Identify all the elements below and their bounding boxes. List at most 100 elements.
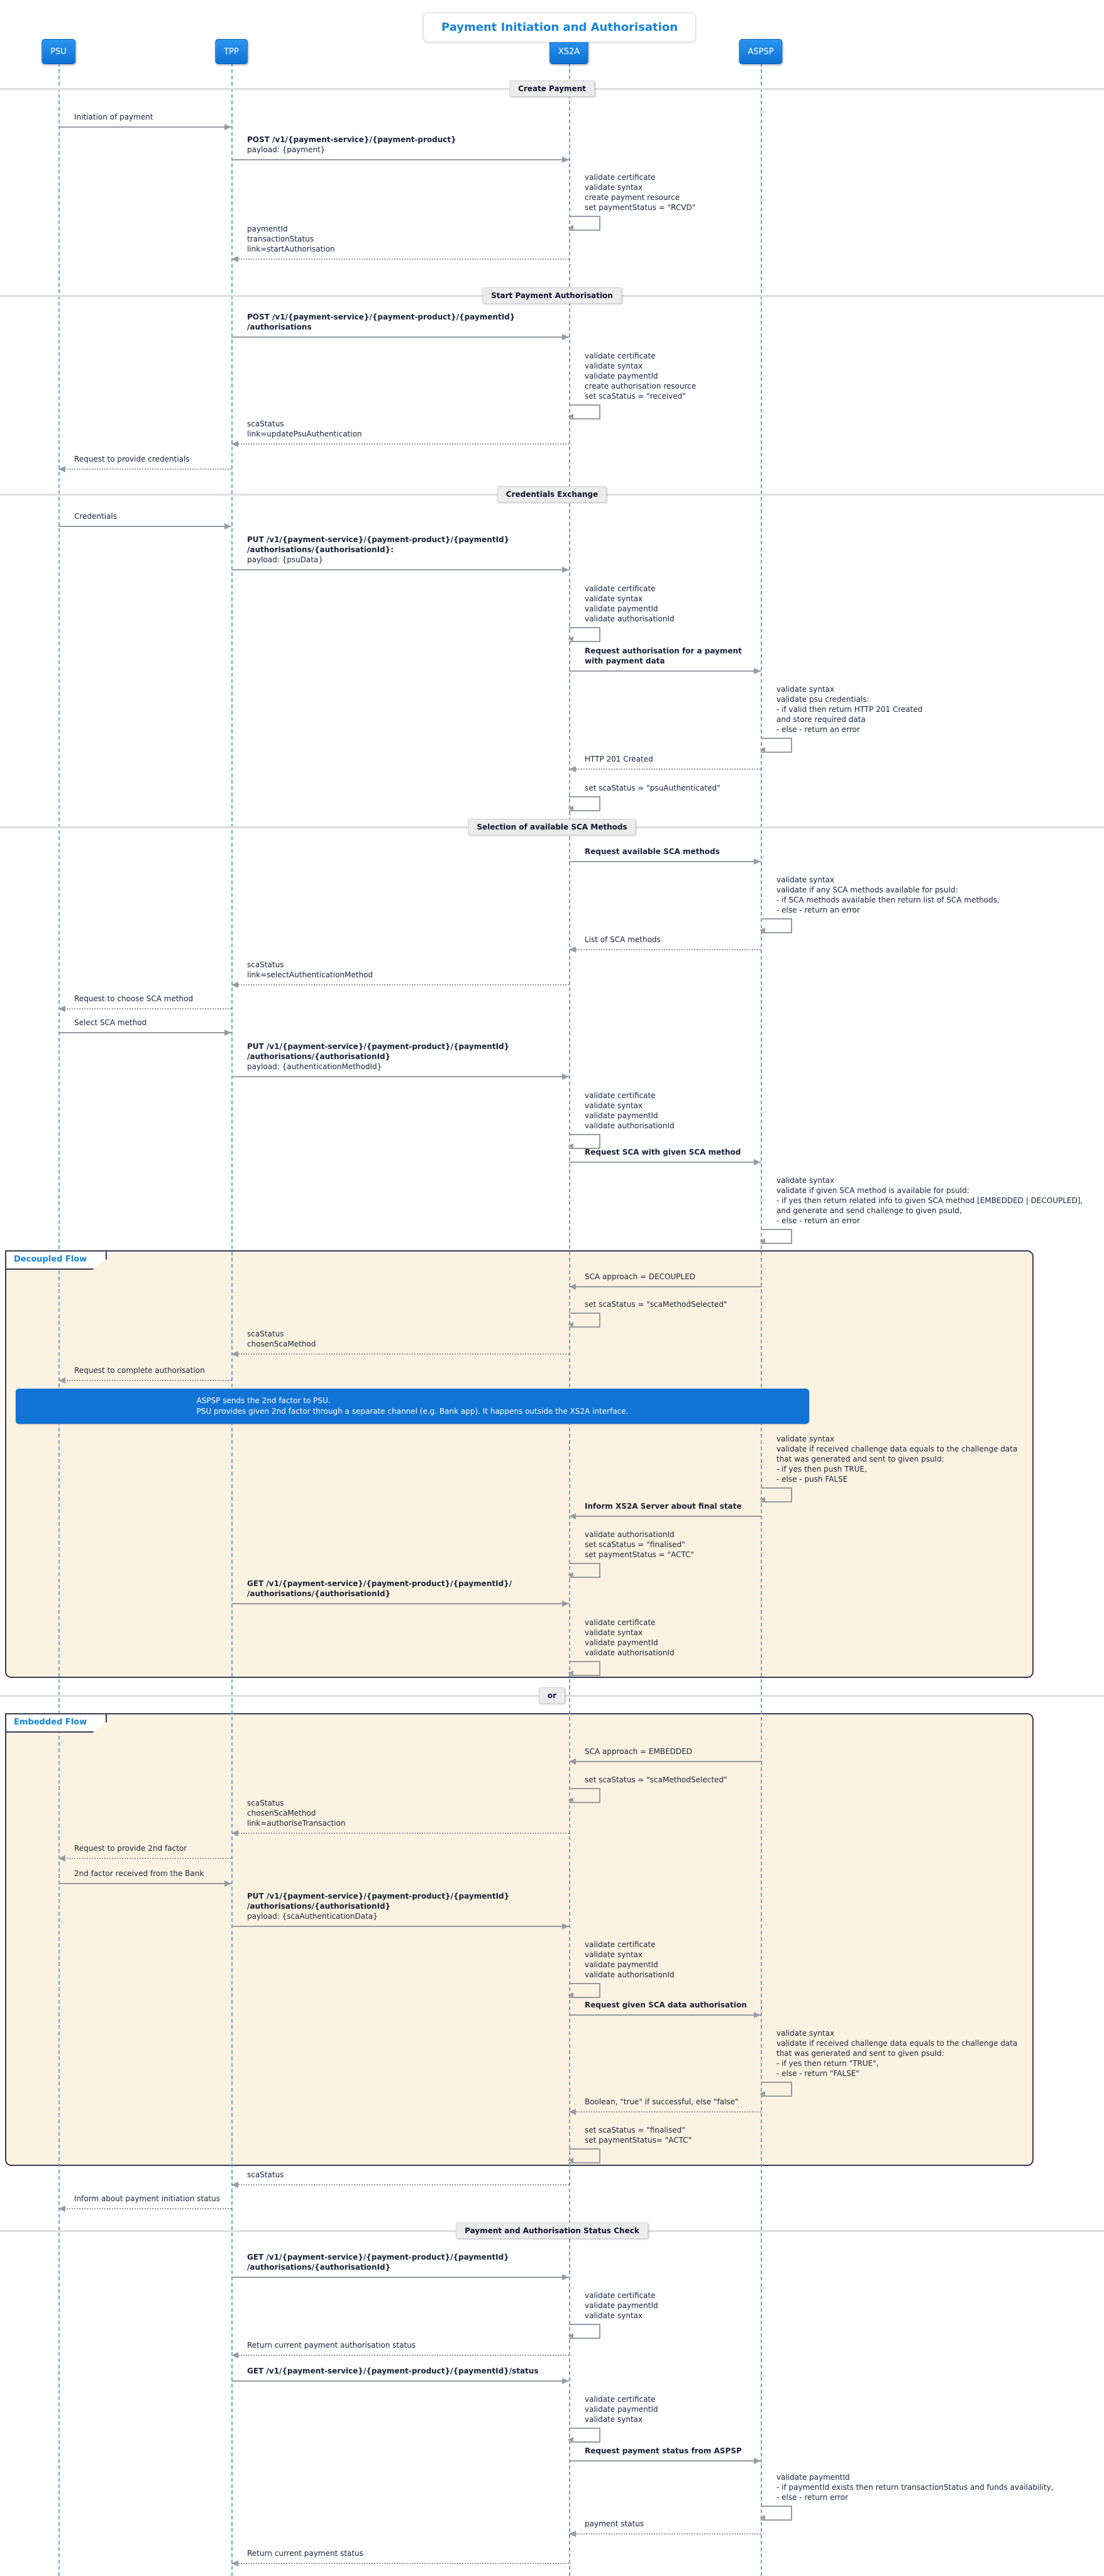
arrow-head-icon [58, 1377, 65, 1384]
msg-1-initiation-of-payment: Initiation of payment [74, 113, 153, 121]
lifeline-tpp [231, 63, 233, 2576]
arrow-head-icon [224, 1030, 231, 1036]
msg-45-set-scastatus-finalised: set scaStatus = "finalised"set paymentSt… [585, 2126, 692, 2145]
arrow-head-icon [224, 523, 231, 530]
arrow-head-icon [231, 2560, 238, 2567]
self-arrow-head-icon [568, 1797, 573, 1802]
msg-9-credentials: Credentials [74, 512, 118, 521]
self-call-arrow [569, 216, 600, 231]
arrow-line [58, 1380, 231, 1381]
arrow-line [231, 1833, 569, 1834]
self-arrow-head-icon [759, 2515, 765, 2520]
self-arrow-head-icon [568, 225, 573, 230]
self-call-arrow [569, 404, 600, 419]
section-divider-payment-and-authorisation-status-check: Payment and Authorisation Status Check [0, 2223, 1104, 2239]
self-arrow-head-icon [568, 2333, 573, 2338]
actor-box-tpp: TPP [215, 39, 248, 64]
self-call-arrow [761, 738, 792, 753]
divider-label-or: or [538, 1687, 566, 1704]
msg-24-request-sca-with-given-sca-method: Request SCA with given SCA method [585, 1148, 741, 1157]
arrow-line [231, 2184, 569, 2185]
arrow-head-icon [569, 2531, 576, 2537]
self-call-arrow [569, 2324, 600, 2339]
msg-48-get-v1-payment-service-payment-product-pay: GET /v1/{payment-service}/{payment-produ… [247, 2253, 509, 2272]
section-divider-create-payment: Create Payment [0, 80, 1104, 97]
arrow-head-icon [58, 2206, 65, 2212]
lifeline-aspsp [761, 63, 762, 2576]
msg-56-return-current-payment-status: Return current payment status [247, 2549, 363, 2558]
arrow-line [231, 569, 569, 570]
section-divider-selection-of-available-sca-methods: Selection of available SCA Methods [0, 819, 1104, 835]
group-frame-decoupled-flow [5, 1250, 1034, 1678]
section-divider-or: or [0, 1687, 1104, 1704]
arrow-line [58, 469, 231, 470]
arrow-head-icon [754, 858, 761, 865]
arrow-line [231, 336, 569, 338]
msg-44-boolean-true-if-successful-else-false: Boolean, "true" if successful, else "fal… [585, 2097, 739, 2106]
arrow-head-icon [224, 124, 231, 130]
self-arrow-head-icon [759, 2091, 765, 2096]
arrow-line [569, 2533, 761, 2534]
arrow-head-icon [754, 1159, 761, 1165]
arrow-line [58, 126, 231, 128]
msg-40-put-v1-payment-service-payment-product-pay: PUT /v1/{payment-service}/{payment-produ… [247, 1892, 510, 1921]
arrow-head-icon [231, 982, 238, 988]
self-arrow-head-icon [568, 1992, 573, 1997]
arrow-head-icon [562, 157, 569, 163]
note-2nd-factor: ASPSP sends the 2nd factor to PSU.PSU pr… [16, 1389, 809, 1424]
arrow-line [231, 2380, 569, 2382]
self-call-arrow [761, 918, 792, 933]
msg-42-request-given-sca-data-authorisation: Request given SCA data authorisation [585, 2001, 747, 2009]
msg-55-payment-status: payment status [585, 2519, 644, 2528]
msg-39-2nd-factor-received-from-the-bank: 2nd factor received from the Bank [74, 1869, 204, 1878]
divider-label-start-payment-authorisation: Start Payment Authorisation [482, 287, 622, 304]
self-call-arrow [569, 2148, 600, 2163]
self-arrow-head-icon [568, 2158, 573, 2163]
self-call-arrow [569, 1134, 600, 1149]
arrow-head-icon [562, 1923, 569, 1929]
arrow-head-icon [231, 2352, 238, 2358]
actor-box-psu: PSU [41, 39, 75, 64]
section-divider-start-payment-authorisation: Start Payment Authorisation [0, 287, 1104, 304]
arrow-line [58, 1032, 231, 1033]
arrow-line [569, 949, 761, 950]
msg-14-http-201-created: HTTP 201 Created [585, 755, 653, 763]
self-arrow-head-icon [568, 806, 573, 811]
msg-22-put-v1-payment-service-payment-product-pay: PUT /v1/{payment-service}/{payment-produ… [247, 1042, 510, 1071]
arrow-line [58, 1008, 231, 1009]
arrow-head-icon [58, 1855, 65, 1862]
group-frame-embedded-flow [5, 1713, 1034, 2166]
msg-5-post-v1-payment-service-payment-product-pa: POST /v1/{payment-service}/{payment-prod… [247, 313, 516, 331]
self-call-arrow [569, 1983, 600, 1998]
arrow-head-icon [58, 1006, 65, 1012]
msg-21-select-sca-method: Select SCA method [74, 1018, 147, 1027]
actor-box-aspsp: ASPSP [739, 39, 783, 64]
group-label-embedded-flow: Embedded Flow [5, 1713, 108, 1733]
arrow-line [569, 861, 761, 862]
actor-box-xs2a: XS2A [549, 39, 589, 64]
arrow-head-icon [231, 2182, 238, 2188]
msg-51-get-v1-payment-service-payment-product-pay: GET /v1/{payment-service}/{payment-produ… [247, 2367, 539, 2375]
msg-16-request-available-sca-methods: Request available SCA methods [585, 847, 720, 856]
arrow-line [231, 1353, 569, 1355]
arrow-head-icon [569, 1284, 576, 1290]
self-call-arrow [569, 1788, 600, 1803]
self-call-arrow [761, 1229, 792, 1244]
msg-8-request-to-provide-credentials: Request to provide credentials [74, 455, 190, 464]
msg-53-request-payment-status-from-aspsp: Request payment status from ASPSP [585, 2446, 742, 2455]
msg-2-post-v1-payment-service-payment-product: POST /v1/{payment-service}/{payment-prod… [247, 135, 456, 154]
arrow-line [231, 1076, 569, 1077]
self-call-arrow [569, 1661, 600, 1676]
self-call-arrow [569, 2428, 600, 2443]
